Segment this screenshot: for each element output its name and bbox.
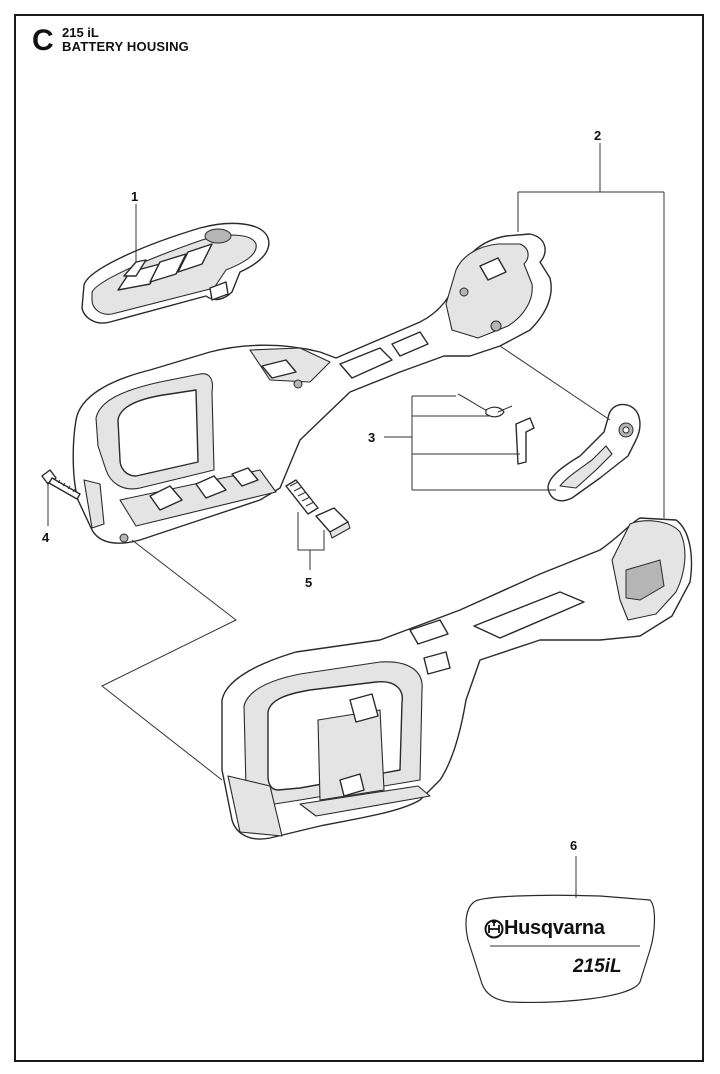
part-3-trigger-assembly	[457, 393, 641, 502]
part-5-spring-contact	[285, 479, 351, 539]
callout-6: 6	[570, 838, 578, 853]
section-letter: C	[32, 24, 54, 57]
part-2-housing-lower	[221, 517, 693, 840]
leader-lines	[47, 143, 665, 898]
model-name: 215 iL	[62, 25, 99, 40]
page-title: BATTERY HOUSING	[62, 39, 189, 54]
callout-3: 3	[368, 430, 376, 445]
husqvarna-crown-icon	[484, 919, 504, 939]
decal-model: 215iL	[573, 956, 622, 977]
part-2-housing-upper	[72, 233, 552, 544]
part-4-screw	[41, 469, 81, 500]
callout-2: 2	[594, 128, 602, 143]
decal-brand: Husqvarna	[504, 917, 605, 939]
page-frame	[14, 14, 704, 1062]
callout-1: 1	[131, 189, 139, 204]
part-6-decal	[465, 894, 656, 1003]
callout-4: 4	[42, 530, 50, 545]
callout-5: 5	[305, 575, 313, 590]
part-1-battery-cover	[81, 222, 270, 324]
